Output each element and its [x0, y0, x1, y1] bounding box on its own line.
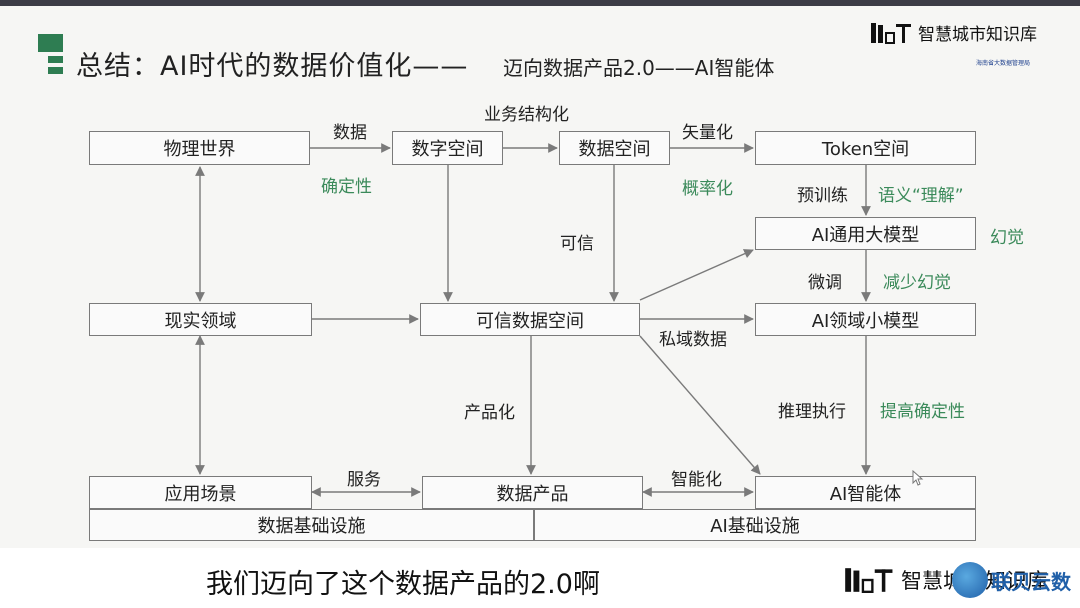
box-data-product: 数据产品 [422, 476, 643, 509]
label-certainty: 确定性 [321, 177, 372, 197]
box-ai-infrastructure: AI基础设施 [534, 509, 976, 541]
watermark-text: 联贝云数 [991, 569, 1071, 594]
slide-title: 总结：AI时代的数据价值化—— [76, 51, 469, 82]
box-data-space: 数据空间 [559, 131, 670, 165]
label-private-data: 私域数据 [659, 330, 727, 350]
label-semantic-understanding: 语义“理解” [878, 186, 964, 206]
video-caption: 我们迈向了这个数据产品的2.0啊 [206, 569, 600, 600]
box-physical-world: 物理世界 [89, 131, 310, 165]
caption-bar [0, 548, 1080, 608]
label-reduce-hallucination: 减少幻觉 [883, 273, 951, 293]
brand-text: 智慧城市知识库 [918, 25, 1037, 45]
box-reality-domain: 现实领域 [89, 303, 312, 336]
label-trusted: 可信 [560, 234, 594, 254]
box-data-infrastructure: 数据基础设施 [89, 509, 534, 541]
label-pretraining: 预训练 [797, 186, 848, 206]
label-fine-tuning: 微调 [808, 273, 842, 293]
box-ai-domain-model: AI领域小模型 [755, 303, 976, 336]
label-improve-certainty: 提高确定性 [880, 402, 965, 422]
label-probabilistic: 概率化 [682, 179, 733, 199]
box-ai-agent: AI智能体 [755, 476, 976, 509]
box-token-space: Token空间 [755, 131, 976, 165]
label-hallucination: 幻觉 [990, 228, 1024, 248]
slide-subtitle: 迈向数据产品2.0——AI智能体 [503, 56, 775, 80]
iot-logo-icon [870, 22, 914, 44]
diagram-connectors [195, 143, 871, 497]
label-service: 服务 [347, 470, 381, 490]
top-band [0, 0, 1080, 6]
iot-logo-icon [843, 567, 897, 593]
box-ai-general-model: AI通用大模型 [755, 217, 976, 250]
box-application-scenario: 应用场景 [89, 476, 312, 509]
label-data: 数据 [333, 123, 367, 143]
label-productization: 产品化 [464, 403, 515, 423]
box-trusted-data-space: 可信数据空间 [420, 303, 640, 336]
brand-top: 智慧城市知识库 [870, 20, 1037, 45]
label-business-structuring: 业务结构化 [484, 105, 569, 125]
mouse-cursor-icon [912, 470, 924, 486]
watermark-globe-icon [952, 562, 988, 598]
label-vectorization: 矢量化 [682, 123, 733, 143]
label-inference-execution: 推理执行 [778, 402, 846, 422]
box-digital-space: 数字空间 [392, 131, 503, 165]
presentation-slide: 总结：AI时代的数据价值化—— 迈向数据产品2.0——AI智能体 智慧城市知识库… [0, 0, 1080, 548]
watermark: 联贝云数 [952, 562, 1071, 598]
label-intelligentization: 智能化 [671, 470, 722, 490]
small-note: 海南省大数据管理局 [976, 60, 1031, 67]
